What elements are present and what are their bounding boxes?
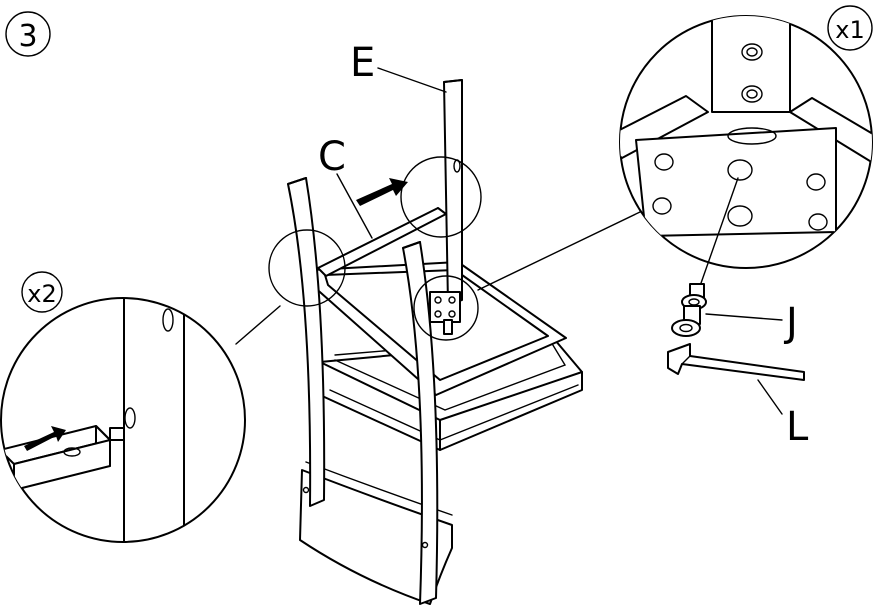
callout-circle-left: [268, 229, 346, 307]
step-number: 3: [18, 19, 37, 54]
step-circle: [5, 11, 51, 57]
push-arrow-icon: [356, 178, 408, 206]
leader-left-detail: [235, 305, 281, 345]
right-qty: x1: [835, 16, 864, 44]
part-l-allen-key: [667, 343, 805, 381]
left-qty: x2: [27, 280, 56, 308]
leader-l: [757, 379, 783, 415]
right-detail: x1: [619, 5, 873, 287]
label-l: L: [786, 404, 809, 450]
label-e: E: [350, 40, 375, 86]
callout-circle-top: [400, 156, 482, 238]
left-qty-circle: [21, 271, 63, 313]
label-j: J: [783, 300, 798, 346]
step-badge: 3: [5, 11, 51, 57]
seat: [319, 336, 583, 451]
part-j-bolt: [671, 283, 707, 337]
leader-e: [377, 67, 447, 93]
label-c: C: [318, 134, 346, 180]
leader-right-detail: [477, 211, 641, 291]
left-detail: x2: [0, 271, 246, 543]
chair: [268, 79, 583, 605]
left-rear-leg: [287, 177, 326, 507]
leader-c: [336, 173, 373, 239]
part-e-leg: [443, 79, 463, 305]
left-detail-arrow-icon: [24, 426, 66, 451]
corner-bracket: [429, 291, 461, 335]
right-qty-circle: [827, 5, 873, 51]
callout-circle-bracket: [413, 275, 479, 341]
leader-j: [705, 313, 783, 321]
front-right-leg: [402, 241, 439, 605]
